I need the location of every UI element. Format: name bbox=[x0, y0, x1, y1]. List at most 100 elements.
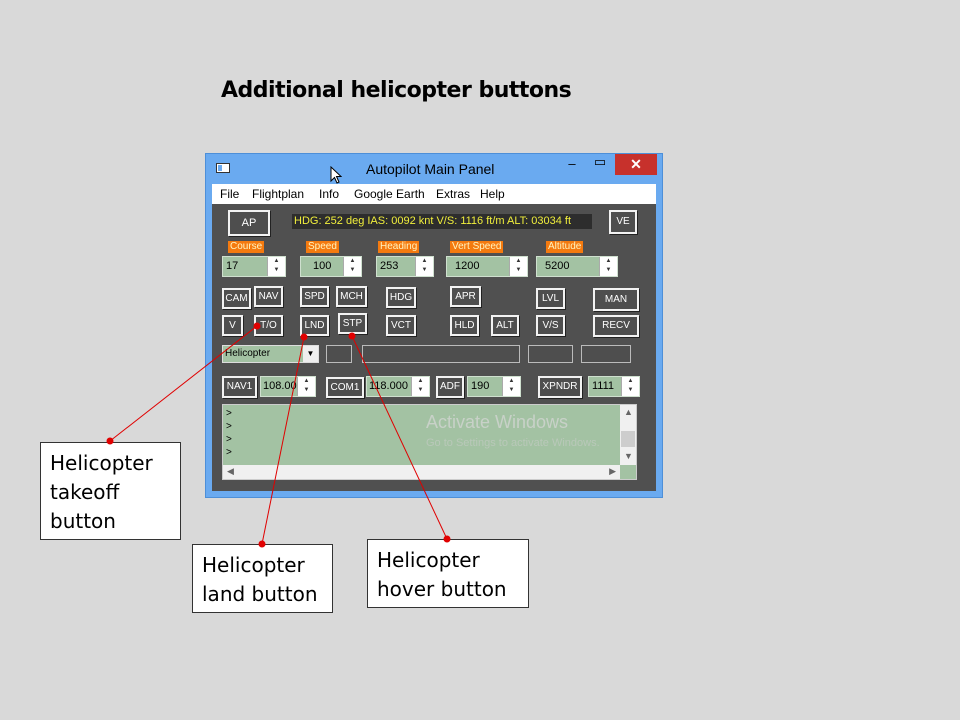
land-button[interactable]: LND bbox=[300, 315, 329, 336]
adf-spinner[interactable]: ▲▼ bbox=[502, 377, 520, 396]
app-icon[interactable] bbox=[216, 163, 230, 173]
menu-help[interactable]: Help bbox=[480, 187, 505, 201]
up-arrow-icon[interactable]: ▲ bbox=[508, 378, 515, 384]
menu-bar: File Flightplan Info Google Earth Extras… bbox=[212, 184, 656, 204]
up-arrow-icon[interactable]: ▲ bbox=[273, 258, 280, 264]
menu-extras[interactable]: Extras bbox=[436, 187, 471, 201]
console-line: > bbox=[226, 447, 232, 458]
com1-field[interactable]: 118.000 ▲▼ bbox=[366, 376, 430, 397]
console-line: > bbox=[226, 421, 232, 432]
v-button[interactable]: V bbox=[222, 315, 243, 336]
mouse-cursor-icon bbox=[330, 166, 342, 184]
activate-windows-watermark: Activate Windows bbox=[426, 412, 569, 432]
menu-file[interactable]: File bbox=[220, 187, 240, 201]
down-arrow-icon[interactable]: ▼ bbox=[508, 387, 515, 393]
cam-button[interactable]: CAM bbox=[222, 288, 251, 309]
speed-spinner[interactable]: ▲▼ bbox=[343, 257, 361, 276]
course-label: Course bbox=[228, 241, 265, 253]
status-box-1 bbox=[326, 345, 352, 363]
up-arrow-icon[interactable]: ▲ bbox=[515, 258, 522, 264]
close-button[interactable]: ✕ bbox=[615, 154, 657, 175]
nav1-button[interactable]: NAV1 bbox=[222, 376, 257, 398]
speed-field[interactable]: 100 ▲▼ bbox=[300, 256, 362, 277]
title-bar[interactable]: Autopilot Main Panel – ▭ ✕ bbox=[206, 154, 662, 184]
apr-button[interactable]: APR bbox=[450, 286, 481, 307]
altitude-spinner[interactable]: ▲▼ bbox=[599, 257, 617, 276]
down-arrow-icon[interactable]: ▼ bbox=[421, 267, 428, 273]
altitude-label: Altitude bbox=[546, 241, 584, 253]
up-arrow-icon[interactable]: ▲ bbox=[349, 258, 356, 264]
scroll-down-icon[interactable]: ▼ bbox=[624, 451, 633, 461]
course-field[interactable]: 17 ▲▼ bbox=[222, 256, 286, 277]
callout-hover: Helicopter hover button bbox=[367, 539, 529, 608]
nav1-spinner[interactable]: ▲▼ bbox=[297, 377, 315, 396]
scroll-right-icon[interactable]: ▶ bbox=[609, 466, 616, 476]
adf-button[interactable]: ADF bbox=[436, 376, 464, 398]
nav1-value: 108.00 bbox=[263, 380, 297, 392]
menu-google-earth[interactable]: Google Earth bbox=[354, 187, 425, 201]
down-arrow-icon[interactable]: ▼ bbox=[303, 387, 310, 393]
com1-button[interactable]: COM1 bbox=[326, 377, 364, 398]
xpndr-field[interactable]: 1111 ▲▼ bbox=[588, 376, 640, 397]
vct-button[interactable]: VCT bbox=[386, 315, 416, 336]
xpndr-button[interactable]: XPNDR bbox=[538, 376, 582, 398]
heading-field[interactable]: 253 ▲▼ bbox=[376, 256, 434, 277]
lvl-button[interactable]: LVL bbox=[536, 288, 565, 309]
status-box-3 bbox=[528, 345, 573, 363]
takeoff-button[interactable]: T/O bbox=[254, 315, 283, 336]
vert-speed-field[interactable]: 1200 ▲▼ bbox=[446, 256, 528, 277]
menu-flightplan[interactable]: Flightplan bbox=[252, 187, 305, 201]
spd-button[interactable]: SPD bbox=[300, 286, 329, 307]
chevron-down-icon[interactable]: ▼ bbox=[303, 346, 318, 362]
console-line: > bbox=[226, 408, 232, 419]
vs-button[interactable]: V/S bbox=[536, 315, 565, 336]
hover-stop-button[interactable]: STP bbox=[338, 313, 367, 334]
altitude-value: 5200 bbox=[545, 260, 570, 272]
horizontal-scrollbar[interactable]: ◀ ▶ bbox=[223, 465, 620, 479]
ap-button[interactable]: AP bbox=[228, 210, 270, 236]
down-arrow-icon[interactable]: ▼ bbox=[417, 387, 424, 393]
vert-speed-label: Vert Speed bbox=[450, 241, 504, 253]
up-arrow-icon[interactable]: ▲ bbox=[605, 258, 612, 264]
scroll-thumb[interactable] bbox=[621, 431, 635, 447]
down-arrow-icon[interactable]: ▼ bbox=[605, 267, 612, 273]
xpndr-spinner[interactable]: ▲▼ bbox=[621, 377, 639, 396]
hdg-button[interactable]: HDG bbox=[386, 287, 416, 308]
down-arrow-icon[interactable]: ▼ bbox=[349, 267, 356, 273]
course-value: 17 bbox=[226, 260, 239, 272]
vert-speed-spinner[interactable]: ▲▼ bbox=[509, 257, 527, 276]
up-arrow-icon[interactable]: ▲ bbox=[421, 258, 428, 264]
callout-land: Helicopter land button bbox=[192, 544, 333, 613]
up-arrow-icon[interactable]: ▲ bbox=[417, 378, 424, 384]
course-spinner[interactable]: ▲▼ bbox=[267, 257, 285, 276]
com1-spinner[interactable]: ▲▼ bbox=[411, 377, 429, 396]
altitude-field[interactable]: 5200 ▲▼ bbox=[536, 256, 618, 277]
down-arrow-icon[interactable]: ▼ bbox=[273, 267, 280, 273]
mch-button[interactable]: MCH bbox=[336, 286, 367, 307]
adf-field[interactable]: 190 ▲▼ bbox=[467, 376, 521, 397]
hld-button[interactable]: HLD bbox=[450, 315, 479, 336]
scroll-up-icon[interactable]: ▲ bbox=[624, 407, 633, 417]
up-arrow-icon[interactable]: ▲ bbox=[303, 378, 310, 384]
ve-button[interactable]: VE bbox=[609, 210, 637, 234]
up-arrow-icon[interactable]: ▲ bbox=[627, 378, 634, 384]
aircraft-type-select[interactable]: Helicopter ▼ bbox=[222, 345, 319, 363]
nav-button[interactable]: NAV bbox=[254, 286, 283, 307]
slide-title: Additional helicopter buttons bbox=[221, 78, 572, 103]
minimize-button[interactable]: – bbox=[568, 156, 576, 171]
man-button[interactable]: MAN bbox=[593, 288, 639, 311]
menu-info[interactable]: Info bbox=[319, 187, 340, 201]
heading-value: 253 bbox=[380, 260, 399, 272]
com1-value: 118.000 bbox=[369, 380, 408, 392]
status-box-2 bbox=[362, 345, 520, 363]
alt-button[interactable]: ALT bbox=[491, 315, 519, 336]
maximize-button[interactable]: ▭ bbox=[593, 154, 607, 169]
recv-button[interactable]: RECV bbox=[593, 315, 639, 337]
nav1-field[interactable]: 108.00 ▲▼ bbox=[260, 376, 316, 397]
down-arrow-icon[interactable]: ▼ bbox=[627, 387, 634, 393]
down-arrow-icon[interactable]: ▼ bbox=[515, 267, 522, 273]
scroll-left-icon[interactable]: ◀ bbox=[227, 466, 234, 476]
vertical-scrollbar[interactable]: ▲ ▼ bbox=[620, 405, 636, 465]
heading-spinner[interactable]: ▲▼ bbox=[415, 257, 433, 276]
vert-speed-value: 1200 bbox=[455, 260, 480, 272]
